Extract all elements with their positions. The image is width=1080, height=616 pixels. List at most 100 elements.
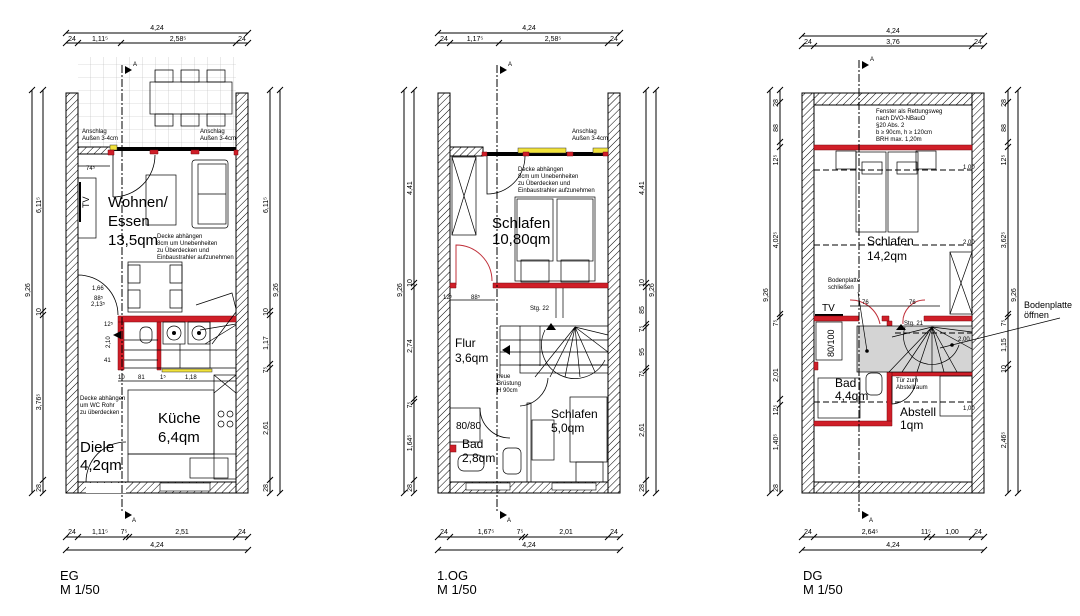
entrance-door — [85, 441, 127, 483]
anschlag-note: Anschlag — [82, 129, 107, 135]
room-name: Schlafen — [551, 407, 598, 421]
section-arrow-icon — [862, 511, 869, 519]
wc-note: Decke abhängen um WC Rohr zu überdecken — [80, 396, 125, 416]
dim-seg: 24 — [610, 529, 618, 536]
dim-seg: 2,74 — [407, 339, 414, 353]
dims-left: 28 88 12⁵ 4,02⁵ 7⁵ 2,01 12⁵ 1,40⁵ 28 9,2… — [763, 86, 784, 497]
terrace-tiles — [78, 57, 236, 149]
window — [465, 482, 511, 491]
dim-label: 41 — [104, 358, 111, 364]
dim-seg: 28 — [1001, 99, 1008, 107]
arrow-icon — [113, 331, 121, 339]
dim-total: 4,24 — [150, 25, 164, 32]
kitchen-counter — [213, 374, 237, 480]
note-line: H 90cm — [497, 388, 518, 394]
room-name: Diele — [80, 439, 114, 456]
tv-cabinet — [77, 177, 97, 239]
anschlag-note: Außen 3-4cm — [82, 136, 118, 142]
note-line: Decke abhängen — [80, 396, 125, 402]
dim-seg: 24 — [804, 529, 812, 536]
dims-bottom: 24 1,67⁵ 7⁵ 2,01 24 4,24 — [434, 529, 624, 554]
dim-seg: 28 — [36, 484, 43, 492]
section-label: A — [132, 518, 136, 524]
note-line: §20 Abs. 2 — [876, 123, 905, 129]
dim-total: 9,26 — [649, 283, 656, 297]
dim-total: 9,26 — [273, 283, 280, 297]
dim-seg: 12⁵ — [773, 405, 780, 416]
terrace-window — [110, 147, 236, 151]
dim-seg: 85 — [639, 306, 646, 314]
dims-top: 4,24 24 3,76 24 — [798, 28, 988, 50]
dim-seg: 7⁵ — [773, 320, 780, 327]
room-name: Bad — [462, 437, 483, 451]
anschlag-note: Anschlag — [200, 129, 225, 135]
note-line: BRH max. 1,20m — [876, 137, 922, 143]
note-line: um WC Rohr — [80, 403, 115, 409]
dim-label: 81 — [138, 375, 145, 381]
note-line: Einbaustrahler aufzunehmen — [157, 255, 234, 261]
plan-scale: M 1/50 — [60, 582, 100, 597]
anschlag-note: Außen 3-4cm — [572, 136, 608, 142]
ceiling-note: Decke abhängen 8cm um Unebenheiten zu Üb… — [518, 167, 595, 194]
section-arrow-icon — [500, 511, 507, 519]
dim-seg: 1,15 — [1001, 338, 1008, 352]
interior-walls — [813, 315, 973, 427]
dim-seg: 24 — [804, 39, 812, 46]
window-frame — [517, 147, 567, 154]
window-posts — [107, 149, 239, 156]
dim-seg: 2,51 — [175, 529, 189, 536]
room-area: 6,4qm — [158, 429, 200, 446]
dim-seg: 1,00 — [945, 529, 959, 536]
height-label: 1,00 — [963, 406, 975, 412]
note-line: 8cm um Unebenheiten — [518, 174, 578, 180]
leader-line — [939, 317, 1061, 349]
room-name: Wohnen/ — [108, 194, 169, 211]
height-lines — [814, 169, 972, 403]
dim-total: 9,26 — [1011, 288, 1018, 302]
dim-seg: 24 — [440, 36, 448, 43]
dim-seg: 28 — [263, 484, 270, 492]
dim-seg: 24 — [238, 36, 246, 43]
washbasin-icon — [865, 372, 883, 396]
dim-label: 12⁵ — [443, 294, 453, 301]
dim-seg: 3,62⁵ — [1001, 232, 1008, 249]
wall-left — [65, 92, 79, 494]
room-area: 14,2qm — [867, 249, 907, 263]
note-line: zu Überdecken und — [518, 180, 570, 187]
window-frame — [109, 144, 118, 151]
dim-seg: 7⁵ — [639, 371, 646, 378]
plan-dg: 4,24 24 3,76 24 Fenster als Rettungsweg … — [763, 28, 1072, 597]
height-label: 1,00 — [963, 165, 975, 171]
wall-right — [607, 92, 621, 494]
dim-seg: 7⁵ — [263, 367, 270, 374]
room-area: 4,2qm — [80, 457, 122, 474]
door — [519, 377, 549, 407]
section-label: A — [507, 518, 511, 524]
note-line: Einbaustrahler aufzunehmen — [518, 188, 595, 194]
room-area: 5,0qm — [551, 421, 584, 435]
dim-total: 4,24 — [886, 28, 900, 35]
arrow-icon — [502, 345, 510, 355]
toilet-icon — [457, 454, 485, 472]
note-line: neue — [497, 374, 511, 380]
dim-label: 12⁵ — [104, 321, 114, 328]
dim-seg: 1,11⁵ — [92, 529, 108, 536]
window — [551, 482, 597, 491]
double-bed — [514, 196, 596, 283]
dim-total: 9,26 — [397, 283, 404, 297]
dim-seg: 10 — [1001, 365, 1008, 373]
note-line: Tür zum — [896, 378, 918, 384]
dim-seg: 24 — [974, 529, 982, 536]
window-frame — [592, 147, 609, 154]
shower — [449, 407, 481, 443]
stair-label: Stg. 22 — [530, 306, 550, 312]
bruestung-note: neue Brüstung H 90cm — [497, 374, 521, 394]
dim-seg: 3,76 — [886, 39, 900, 46]
dim-total: 4,24 — [150, 542, 164, 549]
plan-title: DG — [803, 568, 823, 583]
window-frame — [161, 368, 213, 373]
dim-seg: 10 — [407, 279, 414, 287]
dim-seg: 2,64⁵ — [862, 529, 879, 536]
door — [891, 375, 917, 405]
plan-title: EG — [60, 568, 79, 583]
